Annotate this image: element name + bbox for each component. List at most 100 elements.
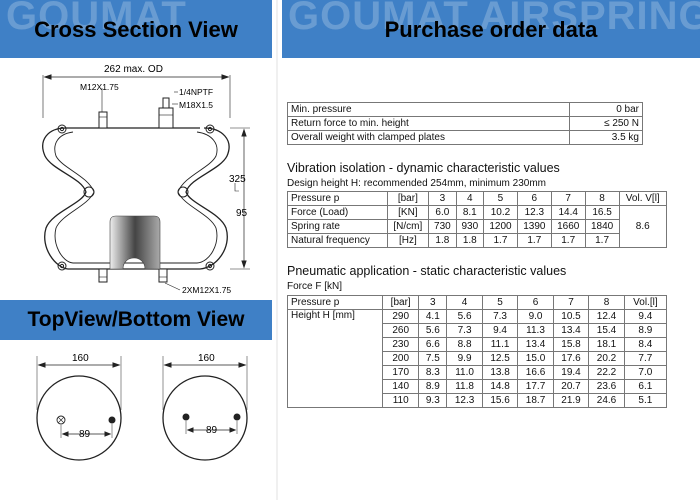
table-cell: 3.5 kg [568,130,644,145]
table-cell: 9.4 [481,323,519,338]
table-cell: 1840 [584,219,620,234]
table-row: 230 6.6 8.8 11.1 13.4 15.8 18.1 8.4 [288,337,668,352]
purchase-order-banner: GOUMAT AIRSPRING Purchase order data [282,0,700,58]
table-cell: 8.3 [418,365,448,380]
table-cell: 6.6 [418,337,448,352]
column-header: [bar] [382,295,420,310]
table-cell: 16.6 [517,365,554,380]
table-cell: 17.6 [552,351,590,366]
table-cell: 11.0 [446,365,483,380]
table-cell: Overall weight with clamped plates [287,130,570,145]
volume-cell: 8.4 [623,337,668,352]
volume-cell: 7.7 [623,351,668,366]
height-cell: 290 [382,309,420,324]
cross-section-title: Cross Section View [34,17,238,42]
vibration-subtitle: Design height H: recommended 254mm, mini… [287,178,546,189]
table-header-row: Pressure p [bar] 3 4 5 6 7 8 Vol.[l] [286,295,668,310]
vibration-table: Pressure p [bar] 3 4 5 6 7 8 Vol. V[l] F… [287,191,668,248]
height-max-label: 325 [229,174,246,185]
table-cell: 12.4 [588,309,625,324]
table-row: Height H [mm] 290 4.1 5.6 7.3 9.0 10.5 1… [286,309,668,408]
table-cell: 1.8 [428,233,457,248]
bolt-hole-icon [108,416,116,424]
table-cell: 17.7 [517,379,554,394]
cross-section-banner: GOUMAT Cross Section View [0,0,272,58]
table-cell: 10.2 [483,205,518,220]
purchase-order-title: Purchase order data [384,17,598,42]
volume-cell: 6.1 [623,379,668,394]
pneumatic-title: Pneumatic application - static character… [287,264,567,278]
table-cell: 20.7 [552,379,590,394]
table-cell: 730 [428,219,457,234]
table-cell: 1.7 [584,233,620,248]
table-cell: 1.8 [455,233,485,248]
table-cell: 15.0 [517,351,554,366]
height-cell: 110 [382,393,420,408]
top-view-title: TopView/Bottom View [27,308,245,331]
row-unit: [Hz] [386,233,430,248]
table-cell: 23.6 [588,379,625,394]
column-header: 4 [446,295,483,310]
row-label: Force (Load) [287,205,388,220]
table-cell: 8.9 [418,379,448,394]
column-header: 7 [552,295,590,310]
table-row: Min. pressure 0 bar [287,102,644,117]
table-header-row: Pressure p [bar] 3 4 5 6 7 8 Vol. V[l] [287,191,668,206]
height-cell: 260 [382,323,420,338]
table-cell: 1390 [516,219,552,234]
top-view-drawing: 160 160 89 89 [36,353,248,461]
table-cell: 15.6 [481,393,519,408]
table-cell: 19.4 [552,365,590,380]
od-label: 262 max. OD [104,64,163,75]
row-label: Natural frequency [287,233,388,248]
table-cell: 1660 [550,219,586,234]
table-cell: 7.3 [446,323,483,338]
table-cell: Return force to min. height [287,116,570,131]
table-cell: 24.6 [588,393,625,408]
table-cell: 930 [455,219,485,234]
table-cell: 13.4 [552,323,590,338]
column-header: 3 [418,295,448,310]
table-cell: 4.1 [418,309,448,324]
banner-watermark: GOUMAT AIRSPRING [288,0,700,38]
table-cell: 8.8 [446,337,483,352]
table-cell: 11.3 [517,323,554,338]
volume-cell: 7.0 [623,365,668,380]
table-cell: 10.5 [552,309,590,324]
table-cell: 1.7 [483,233,518,248]
table-row: 260 5.6 7.3 9.4 11.3 13.4 15.4 8.9 [288,323,668,338]
column-header: 5 [483,191,518,206]
column-header: 5 [481,295,519,310]
volume-cell: 9.4 [623,309,668,324]
height-cell: 140 [382,379,420,394]
column-header: 7 [550,191,586,206]
bolt-m18-label: M18X1.5 [179,100,213,110]
height-cell: 230 [382,337,420,352]
table-cell: 9.9 [446,351,483,366]
table-cell: 11.1 [481,337,519,352]
pneumatic-subtitle: Force F [kN] [287,281,343,292]
cross-section-drawing: 262 max. OD M12X1.75 1/4NPTF M18X1.5 325… [42,64,250,295]
column-header: 8 [588,295,625,310]
column-header: 4 [455,191,485,206]
table-cell: 6.0 [428,205,457,220]
port-label: 1/4NPTF [179,87,213,97]
volume-cell: 8.6 [618,205,668,248]
table-cell: 18.7 [517,393,554,408]
table-row: Spring rate [N/cm] 730 930 1200 1390 166… [287,219,667,234]
row-unit: [KN] [386,205,430,220]
table-cell: 9.3 [418,393,448,408]
column-header: Pressure p [287,191,388,206]
table-cell: 12.3 [446,393,483,408]
bolt-hole-icon [182,413,190,421]
bolt-top-label: M12X1.75 [80,82,119,92]
row-label: Height H [mm] [286,309,384,408]
row-label: Spring rate [287,219,388,234]
table-cell: 1.7 [516,233,552,248]
bolts-bottom-label: 2XM12X1.75 [182,285,231,295]
height-cell: 200 [382,351,420,366]
row-unit: [N/cm] [386,219,430,234]
table-cell: 16.5 [584,205,620,220]
column-header: Vol. V[l] [618,191,668,206]
table-row: Force (Load) [KN] 6.0 8.1 10.2 12.3 14.4… [287,205,668,248]
